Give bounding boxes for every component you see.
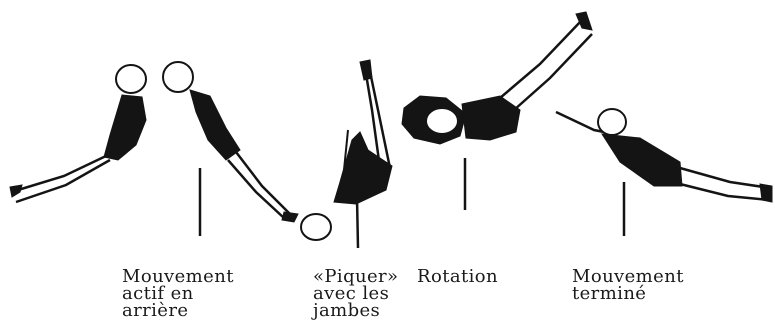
gymnast-5-feet	[760, 184, 772, 202]
gymnast-5-legs	[680, 168, 770, 200]
caption-pike-with-legs: «Piquer» avec les jambes	[313, 268, 398, 319]
gymnast-2-feet	[282, 212, 298, 222]
gymnast-3-body	[334, 132, 392, 204]
gymnast-1-head	[116, 65, 146, 93]
gymnast-3-feet	[360, 60, 372, 80]
bar-post-2	[357, 198, 358, 248]
gymnast-figure-3	[301, 60, 392, 240]
gymnast-4-face	[426, 108, 458, 134]
gymnast-figure-1	[10, 65, 146, 202]
gymnast-figure-5	[556, 109, 772, 202]
gymnast-2-body	[190, 90, 240, 160]
caption-rotation: Rotation	[417, 268, 498, 285]
gymnast-1-feet	[10, 185, 22, 197]
gymnast-1-legs	[16, 156, 110, 202]
gymnast-4-legs	[500, 20, 592, 110]
gymnast-5-body	[602, 134, 682, 186]
gymnast-2-legs	[228, 152, 290, 218]
caption-active-backward: Mouvement actif en arrière	[122, 268, 234, 319]
gymnast-4-feet	[576, 12, 592, 30]
gymnast-2-head	[163, 62, 193, 92]
gymnast-3-head	[301, 214, 331, 240]
gymnast-5-head	[598, 109, 626, 135]
gymnast-figure-2	[163, 62, 298, 222]
caption-movement-finished: Mouvement terminé	[572, 268, 684, 302]
gymnast-4-body	[462, 96, 520, 140]
gymnast-figure-4	[402, 12, 592, 144]
